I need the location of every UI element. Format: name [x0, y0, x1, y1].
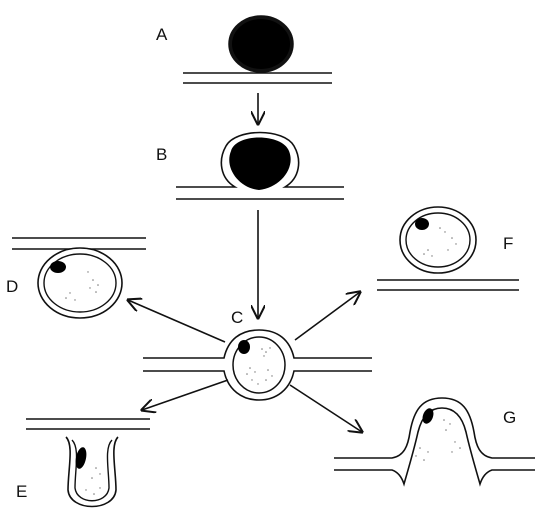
stipple-f — [423, 227, 457, 257]
stipple-d — [65, 271, 99, 301]
label-g: G — [503, 408, 516, 427]
stipple-e — [85, 467, 101, 495]
stage-e: E — [16, 418, 150, 508]
dark-body-b — [229, 137, 291, 190]
membrane-c-top — [143, 329, 372, 359]
dark-inclusion-d — [50, 261, 66, 273]
label-a: A — [156, 25, 168, 44]
label-c: C — [231, 308, 243, 327]
stage-f: F — [377, 206, 519, 291]
stage-a: A — [156, 15, 332, 84]
membrane-g-outer — [334, 397, 535, 459]
membrane-b-top — [176, 131, 344, 188]
dark-body-a-core — [232, 19, 290, 69]
arrow-c-to-e — [142, 379, 229, 410]
stage-g: G — [334, 397, 535, 487]
arrow-c-to-f — [294, 292, 360, 341]
dark-inclusion-f — [415, 218, 429, 230]
arrow-c-to-g — [289, 384, 362, 432]
stipple-c — [246, 347, 273, 385]
membrane-c-bottom — [143, 370, 372, 401]
stage-d: D — [6, 237, 146, 319]
dark-inclusion-e — [75, 447, 87, 469]
dark-inclusion-c — [238, 340, 250, 354]
label-e: E — [16, 482, 27, 501]
dark-inclusion-g — [422, 408, 434, 424]
membrane-g-inner — [334, 407, 535, 487]
pouch-e-outer — [65, 436, 119, 508]
label-f: F — [503, 234, 513, 253]
label-d: D — [6, 277, 18, 296]
stage-b: B — [156, 131, 344, 200]
stage-c: C — [143, 308, 372, 401]
label-b: B — [156, 145, 167, 164]
stipple-g — [415, 419, 461, 461]
vesicle-f-inner — [405, 212, 471, 268]
arrow-c-to-d — [128, 300, 226, 343]
